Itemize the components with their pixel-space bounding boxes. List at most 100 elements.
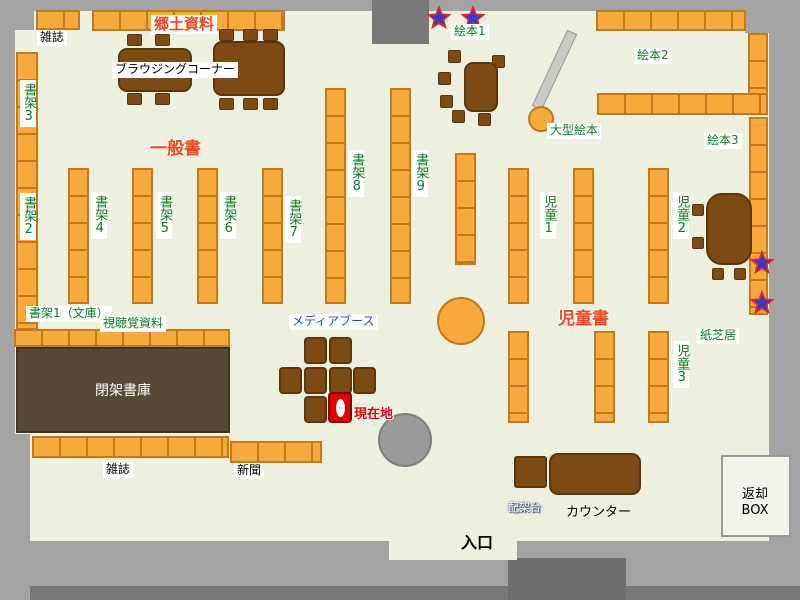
chair bbox=[440, 95, 453, 108]
label-shelf-3: 書架3 bbox=[20, 80, 37, 127]
entrance-opening bbox=[389, 535, 517, 560]
label-shelf-1-bunko: 書架1（文庫） bbox=[26, 306, 112, 322]
pillar bbox=[378, 413, 432, 467]
label-picture-books-3: 絵本3 bbox=[704, 133, 742, 149]
label-counter: カウンター bbox=[566, 505, 632, 520]
label-entrance: 入口 bbox=[461, 533, 494, 552]
round-table bbox=[437, 297, 485, 345]
story-time-table bbox=[464, 62, 498, 112]
closed-stacks-label: 閉架書庫 bbox=[95, 383, 151, 399]
chair bbox=[155, 93, 170, 105]
media-booth-seat bbox=[329, 367, 352, 394]
chair bbox=[127, 93, 142, 105]
star-icon bbox=[749, 250, 775, 275]
label-local-materials: 郷土資料 bbox=[151, 15, 218, 35]
shelf-col-7 bbox=[262, 168, 283, 304]
corner-top-right bbox=[745, 0, 800, 33]
label-picture-books-2: 絵本2 bbox=[634, 48, 672, 64]
chair bbox=[712, 268, 724, 280]
wall-bottom-strip bbox=[0, 586, 800, 600]
media-booth-seat bbox=[279, 367, 302, 394]
media-booth-seat bbox=[329, 337, 352, 364]
label-general-books: 一般書 bbox=[150, 139, 201, 159]
shelf-col-short bbox=[455, 153, 476, 265]
label-shelf-4: 書架4 bbox=[91, 192, 108, 239]
label-children-2: 児童2 bbox=[673, 192, 690, 239]
shelf-newspapers bbox=[230, 441, 322, 463]
current-location-marker bbox=[328, 392, 352, 423]
media-booth-seat bbox=[353, 367, 376, 394]
shelf-col-8 bbox=[325, 88, 346, 304]
shelf-col-9 bbox=[390, 88, 411, 304]
chair bbox=[219, 98, 234, 110]
label-children-3: 児童3 bbox=[673, 341, 690, 388]
shelf-picture-books-top bbox=[596, 10, 746, 31]
corner-top-left bbox=[0, 0, 34, 30]
label-shelf-2: 書架2 bbox=[20, 193, 37, 240]
shelf-children-low-a bbox=[508, 331, 529, 423]
shelf-children-2 bbox=[648, 168, 669, 304]
children-reading-table bbox=[706, 193, 752, 265]
shelf-children-mid bbox=[573, 168, 594, 304]
label-magazines-bottom: 雑誌 bbox=[103, 462, 134, 478]
chair bbox=[127, 34, 142, 46]
star-icon bbox=[426, 5, 452, 30]
shelf-col-5 bbox=[132, 168, 153, 304]
corner-bottom-left bbox=[0, 434, 30, 600]
chair bbox=[692, 237, 704, 249]
shelf-col-6 bbox=[197, 168, 218, 304]
label-return-box: 返却BOX bbox=[741, 487, 769, 519]
label-magazines-top: 雑誌 bbox=[37, 30, 68, 46]
bottom-dark-block bbox=[508, 558, 626, 600]
shelf-picture-books-2 bbox=[597, 93, 768, 115]
chair bbox=[243, 29, 258, 41]
star-icon bbox=[460, 5, 486, 30]
label-shelf-9: 書架9 bbox=[412, 150, 429, 197]
label-media-booth: メディアブース bbox=[289, 314, 378, 330]
chair bbox=[155, 34, 170, 46]
chair bbox=[243, 98, 258, 110]
chair bbox=[438, 72, 451, 85]
label-audiovisual: 視聴覚資料 bbox=[100, 316, 167, 332]
label-current-location: 現在地 bbox=[354, 407, 394, 422]
chair bbox=[734, 268, 746, 280]
shelf-right-upper bbox=[748, 33, 768, 95]
label-shelving-stand: 配架台 bbox=[508, 501, 541, 514]
label-shelf-8: 書架8 bbox=[348, 150, 365, 197]
label-shelf-6: 書架6 bbox=[220, 192, 237, 239]
label-picture-books-1: 絵本1 bbox=[451, 24, 489, 40]
current-location-dot bbox=[335, 398, 345, 417]
media-booth-seat bbox=[304, 337, 327, 364]
media-booth-seat bbox=[304, 396, 327, 423]
diagonal-wall bbox=[531, 29, 578, 111]
shelf-children-1 bbox=[508, 168, 529, 304]
chair bbox=[692, 204, 704, 216]
shelf-children-3 bbox=[648, 331, 669, 423]
chair bbox=[219, 29, 234, 41]
label-shelf-5: 書架5 bbox=[156, 192, 173, 239]
shelf-col-4 bbox=[68, 168, 89, 304]
counter-desk bbox=[549, 453, 641, 495]
shelving-stand bbox=[514, 456, 547, 488]
chair bbox=[263, 98, 278, 110]
label-shelf-7: 書架7 bbox=[285, 196, 302, 243]
return-box-room bbox=[721, 455, 791, 537]
chair bbox=[478, 113, 491, 126]
closed-stacks-area: 閉架書庫 bbox=[16, 347, 230, 433]
shelf-magazines-top bbox=[36, 10, 80, 30]
shelf-children-low-b bbox=[594, 331, 615, 423]
shelf-audiovisual bbox=[14, 329, 230, 347]
chair bbox=[263, 29, 278, 41]
media-booth-seat bbox=[304, 367, 327, 394]
top-notch-wall bbox=[372, 0, 429, 44]
label-children-1: 児童1 bbox=[540, 192, 557, 239]
label-newspapers: 新聞 bbox=[234, 463, 265, 479]
star-icon bbox=[749, 290, 775, 315]
label-large-picture-books: 大型絵本 bbox=[547, 123, 602, 139]
label-kamishibai: 紙芝居 bbox=[697, 328, 740, 344]
label-children-books: 児童書 bbox=[558, 309, 609, 329]
chair bbox=[448, 50, 461, 63]
shelf-magazines-bottom bbox=[32, 436, 229, 458]
label-browsing-corner: ブラウジングコーナー bbox=[112, 62, 239, 78]
